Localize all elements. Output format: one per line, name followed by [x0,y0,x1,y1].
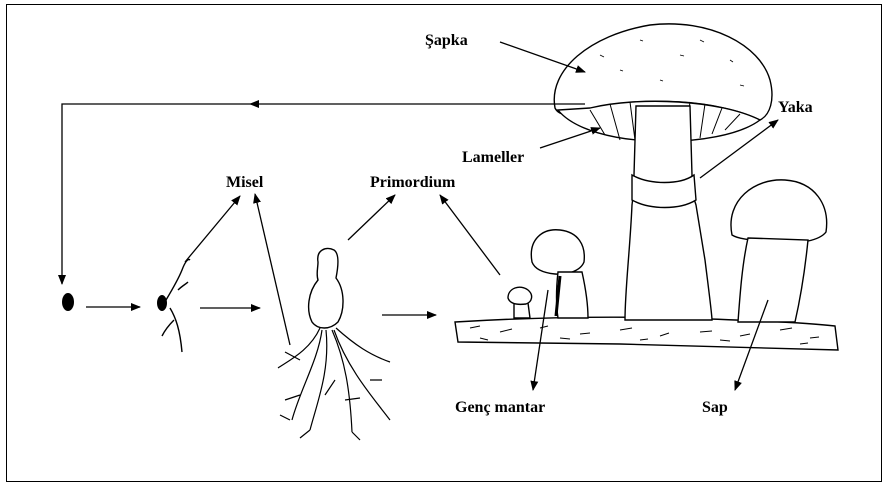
pointer-primordium-2 [440,195,500,275]
label-sapka: Şapka [425,33,468,49]
label-sap: Sap [702,400,728,416]
germinating-spore [157,295,167,311]
young-mushroom-cap [531,230,584,274]
label-lameller: Lameller [462,150,524,166]
label-misel: Misel [226,175,263,191]
pointer-sapka [500,42,585,72]
button-mushroom [508,287,532,318]
mycelium-roots [278,328,390,440]
young-mushroom-stipe [557,272,589,318]
pointer-lameller [540,128,600,148]
pointer-misel-1 [185,196,240,262]
label-primordium: Primordium [370,175,455,191]
cycle-arrow-left [62,104,250,284]
right-mushroom-cap [731,180,827,243]
pointer-misel-2 [255,194,290,345]
label-yaka: Yaka [778,100,813,116]
pointer-primordium-1 [348,195,395,240]
spore [62,293,74,311]
right-mushroom-stipe [738,238,808,322]
primordium-body [309,249,343,329]
label-genc-mantar: Genç mantar [455,400,545,416]
